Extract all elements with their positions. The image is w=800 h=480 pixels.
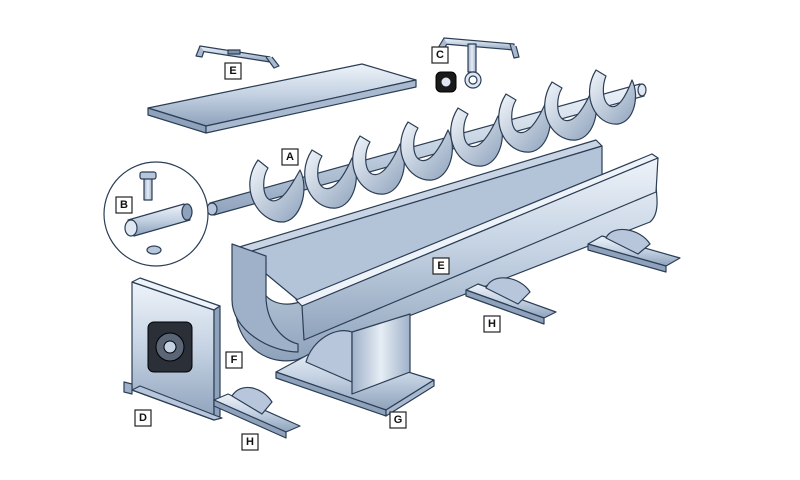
svg-text:B: B <box>120 199 128 211</box>
svg-text:G: G <box>394 414 403 426</box>
svg-text:E: E <box>229 65 236 77</box>
label-f: F <box>225 351 243 369</box>
support-foot-far-right <box>587 228 681 273</box>
support-foot-left <box>213 386 301 439</box>
end-plate-with-bearing <box>123 277 223 421</box>
cover-clamp <box>195 45 280 69</box>
label-h-right: H <box>483 315 501 333</box>
hanger-bracket <box>435 37 520 93</box>
label-c: C <box>431 46 449 64</box>
trough-saddle-foot <box>275 313 435 417</box>
label-e-trough: E <box>432 257 450 275</box>
svg-text:H: H <box>488 318 496 330</box>
u-trough <box>231 139 659 362</box>
label-a: A <box>281 148 299 166</box>
screw-conveyor-flight <box>206 69 647 223</box>
label-b: B <box>115 196 133 214</box>
svg-text:A: A <box>286 151 294 163</box>
support-foot-right <box>465 277 557 325</box>
svg-text:E: E <box>437 260 444 272</box>
svg-text:D: D <box>139 412 147 424</box>
svg-text:C: C <box>436 49 444 61</box>
coupling-detail-inset <box>103 161 209 267</box>
svg-text:F: F <box>231 354 238 366</box>
label-g: G <box>389 411 407 429</box>
label-e-cover-clamp: E <box>224 62 242 80</box>
label-h-left: H <box>241 433 259 451</box>
svg-text:H: H <box>246 436 254 448</box>
trough-cover <box>147 63 417 134</box>
label-d: D <box>134 409 152 427</box>
